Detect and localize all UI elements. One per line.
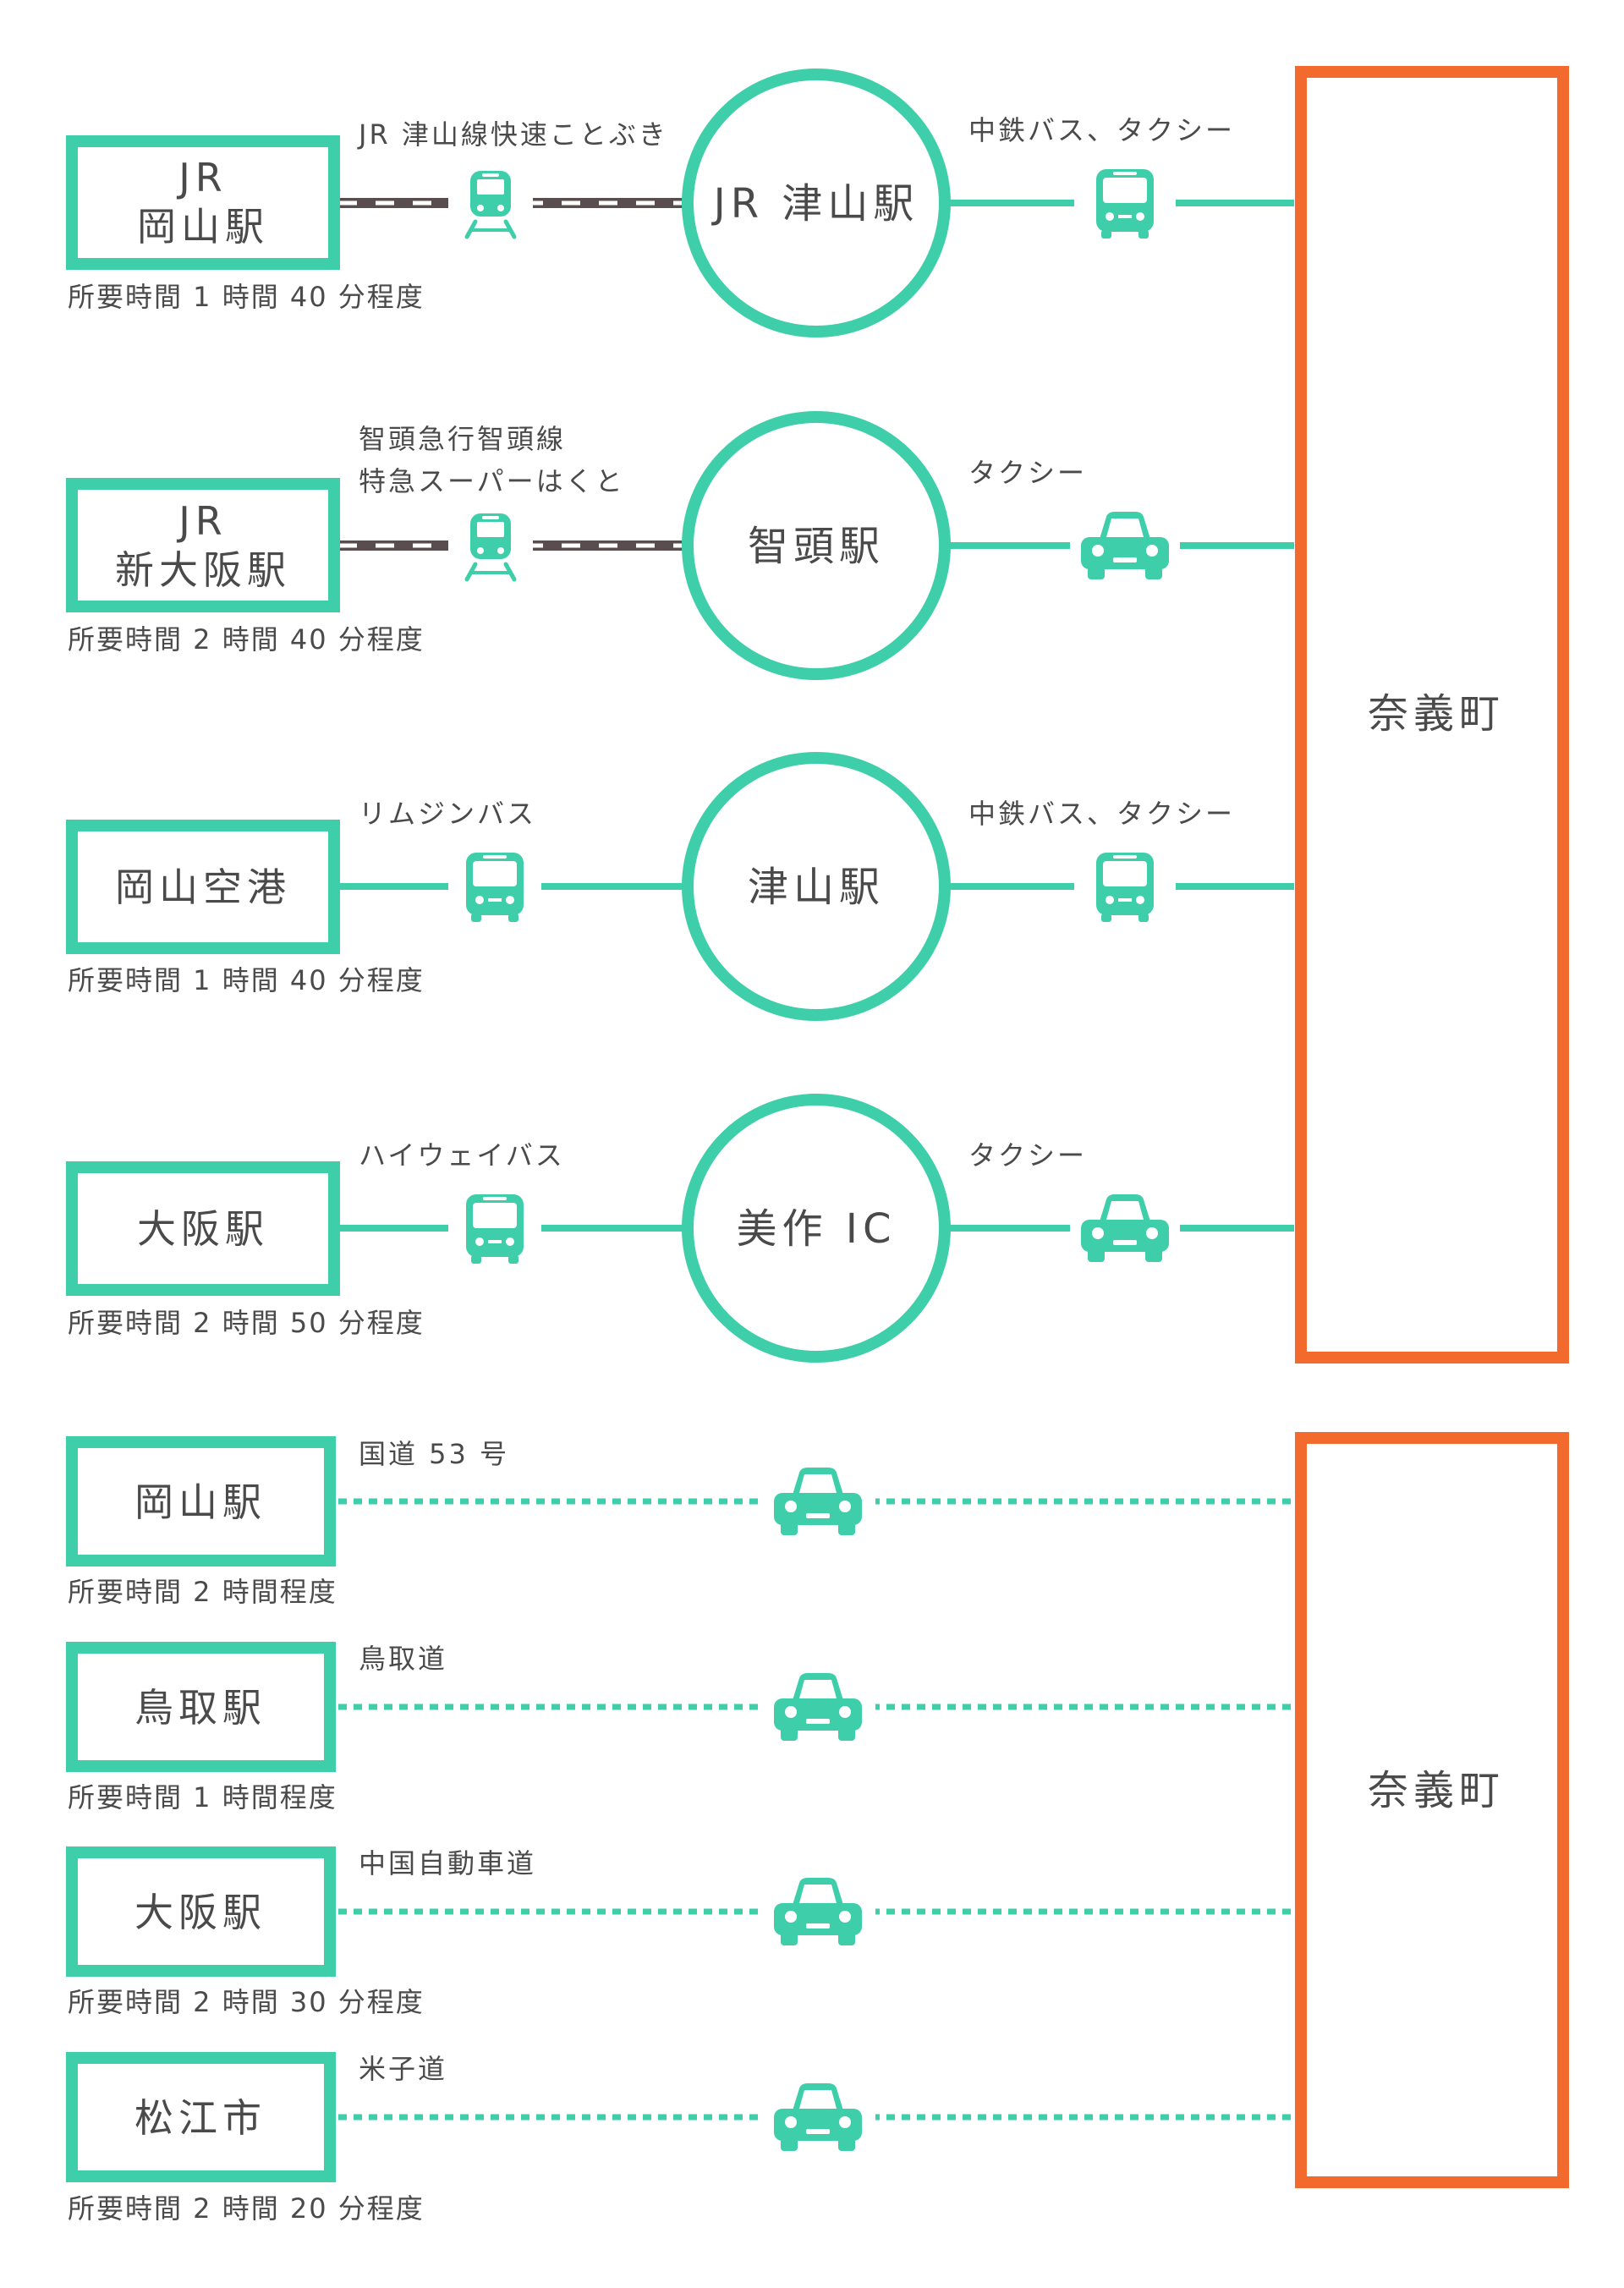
road-name: 米子道 xyxy=(359,2053,447,2085)
car-route-row-4: 松江市 所要時間 2 時間 20 分程度 米子道 xyxy=(66,2052,1294,2225)
travel-time: 所要時間 2 時間 20 分程度 xyxy=(68,2192,425,2225)
origin-box xyxy=(66,478,340,612)
car-route-row-2: 鳥取駅 所要時間 1 時間程度 鳥取道 xyxy=(66,1642,1294,1813)
last-leg-label: 中鉄バス、タクシー xyxy=(968,798,1235,830)
origin-label: 大阪駅 xyxy=(137,1206,269,1252)
last-leg-label: タクシー xyxy=(968,457,1087,489)
route-name: リムジンバス xyxy=(359,798,536,830)
route-row-3: 岡山空港 所要時間 1 時間 40 分程度 リムジンバス 津山駅 中鉄バス、タク… xyxy=(66,752,1294,1021)
bus-icon xyxy=(1096,169,1154,239)
destination-box xyxy=(1295,66,1569,1363)
origin-label: 岡山駅 xyxy=(134,1479,266,1525)
hub-circle xyxy=(682,1094,951,1363)
travel-time: 所要時間 1 時間程度 xyxy=(68,1781,337,1813)
origin-label: 松江市 xyxy=(134,2095,266,2141)
origin-label-line1: JR xyxy=(176,498,228,544)
hub-label: JR 津山駅 xyxy=(711,180,919,228)
route-name-line2: 特急スーパーはくと xyxy=(359,465,625,497)
car-route-row-3: 大阪駅 所要時間 2 時間 30 分程度 中国自動車道 xyxy=(66,1846,1294,2018)
origin-box xyxy=(66,1436,336,1566)
route-row-2: JR 新大阪駅 所要時間 2 時間 40 分程度 智頭急行智頭線 特急スーパーは… xyxy=(66,411,1294,680)
car-route-row-1: 岡山駅 所要時間 2 時間程度 国道 53 号 xyxy=(66,1436,1294,1608)
hub-label: 美作 IC xyxy=(737,1205,897,1253)
travel-time: 所要時間 2 時間程度 xyxy=(68,1576,337,1608)
origin-label: 大阪駅 xyxy=(134,1890,266,1935)
road-name: 中国自動車道 xyxy=(359,1847,536,1879)
bus-icon xyxy=(466,1194,524,1264)
origin-box xyxy=(66,820,340,954)
travel-time: 所要時間 1 時間 40 分程度 xyxy=(68,964,425,996)
origin-box xyxy=(66,1846,336,1977)
route-name-line1: 智頭急行智頭線 xyxy=(359,423,566,455)
origin-label-line2: 岡山駅 xyxy=(137,204,269,250)
travel-time: 所要時間 2 時間 40 分程度 xyxy=(68,623,425,656)
route-name: ハイウェイバス xyxy=(359,1139,565,1171)
road-name: 鳥取道 xyxy=(359,1643,447,1675)
hub-circle xyxy=(682,752,951,1021)
origin-box xyxy=(66,2052,336,2182)
origin-box xyxy=(66,135,340,270)
origin-box xyxy=(66,1642,336,1772)
destination-box xyxy=(1295,1432,1569,2188)
hub-label: 智頭駅 xyxy=(748,523,885,570)
route-row-4: 大阪駅 所要時間 2 時間 50 分程度 ハイウェイバス 美作 IC タクシー xyxy=(66,1094,1294,1363)
hub-circle xyxy=(682,411,951,680)
origin-label-line2: 新大阪駅 xyxy=(115,547,291,593)
hub-label: 津山駅 xyxy=(748,864,885,911)
last-leg-label: 中鉄バス、タクシー xyxy=(968,114,1235,146)
origin-label: 岡山空港 xyxy=(115,864,291,910)
bus-icon xyxy=(1096,853,1154,922)
destination-label: 奈義町 xyxy=(1368,690,1505,738)
origin-box xyxy=(66,1161,340,1296)
travel-time: 所要時間 2 時間 30 分程度 xyxy=(68,1986,425,2018)
hub-circle xyxy=(682,69,951,337)
last-leg-label: タクシー xyxy=(968,1139,1087,1171)
road-name: 国道 53 号 xyxy=(359,1438,509,1470)
travel-time: 所要時間 2 時間 50 分程度 xyxy=(68,1307,425,1339)
route-name: JR 津山線快速ことぶき xyxy=(357,118,668,151)
route-row-1: JR 岡山駅 所要時間 1 時間 40 分程度 JR 津山線快速ことぶき JR … xyxy=(66,69,1294,337)
origin-label-line1: JR xyxy=(176,155,228,200)
origin-label: 鳥取駅 xyxy=(134,1685,266,1731)
destination-label: 奈義町 xyxy=(1368,1767,1505,1814)
bus-icon xyxy=(466,853,524,922)
travel-time: 所要時間 1 時間 40 分程度 xyxy=(68,281,425,313)
